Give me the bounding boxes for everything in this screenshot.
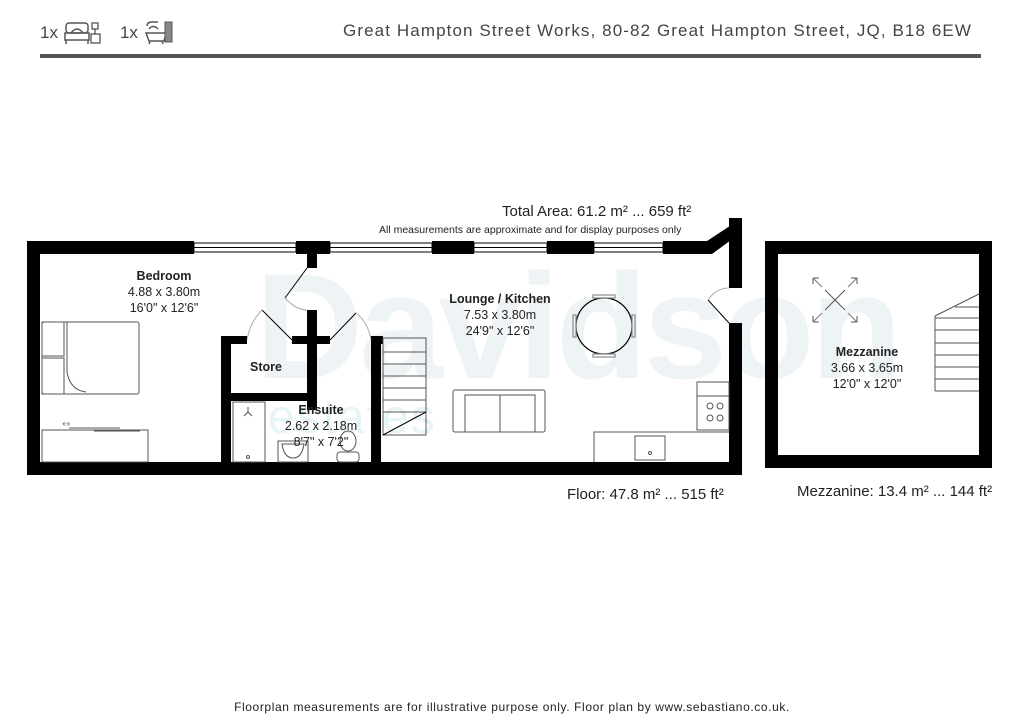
room-metric: 2.62 x 2.18m (284, 419, 358, 433)
sofa (452, 389, 546, 433)
room-label-store: Store (250, 359, 282, 375)
room-metric: 4.88 x 3.80m (127, 285, 201, 299)
skylight (812, 277, 858, 323)
mezzanine-walls (765, 241, 992, 468)
bathroom-count-label: 1x (119, 23, 138, 42)
room-name: Lounge / Kitchen (449, 292, 551, 306)
room-label-bedroom: Bedroom 4.88 x 3.80m 16'0" x 12'6" (128, 268, 200, 316)
staircase-mezzanine (934, 293, 980, 392)
bathroom-count: 1x (120, 20, 174, 46)
svg-text:↔: ↔ (62, 419, 70, 430)
room-label-ensuite: Ensuite 2.62 x 2.18m 8'7" x 7'2" (285, 402, 357, 450)
kitchen-units (593, 381, 730, 462)
main-floor-walls (27, 218, 742, 475)
room-name: Bedroom (136, 269, 192, 283)
total-area: Total Area: 61.2 m² ... 659 ft² (502, 203, 692, 220)
bed (41, 321, 140, 395)
room-counts: 1x 1x (40, 20, 174, 46)
measurement-disclaimer: All measurements are approximate and for… (379, 224, 682, 236)
doors (246, 267, 730, 341)
room-label-lounge-kitchen: Lounge / Kitchen 7.53 x 3.80m 24'9" x 12… (449, 291, 550, 339)
property-address: Great Hampton Street Works, 80-82 Great … (343, 21, 972, 40)
footer-note: Floorplan measurements are for illustrat… (234, 700, 790, 714)
bedroom-count-label: 1x (40, 23, 58, 42)
room-label-mezzanine: Mezzanine 3.66 x 3.65m 12'0" x 12'0" (831, 344, 903, 392)
bath-icon (144, 21, 173, 45)
toilet (336, 430, 360, 463)
room-imperial: 16'0" x 12'6" (129, 301, 199, 315)
basin (277, 440, 309, 463)
windows (193, 242, 664, 253)
shower (232, 401, 266, 463)
wardrobe: ↔ (41, 419, 149, 463)
room-name: Store (250, 360, 282, 374)
room-imperial: 8'7" x 7'2" (293, 435, 349, 449)
room-metric: 3.66 x 3.65m (830, 361, 904, 375)
header-divider (40, 54, 981, 58)
bed-icon (64, 22, 101, 44)
watermark-brand: Davidson (255, 242, 902, 410)
room-imperial: 24'9" x 12'6" (465, 324, 535, 338)
mezzanine-area: Mezzanine: 13.4 m² ... 144 ft² (797, 483, 993, 500)
room-name: Mezzanine (835, 345, 899, 359)
header: 1x 1x Great Hampton (0, 0, 1024, 60)
dining-table (572, 294, 636, 358)
room-metric: 7.53 x 3.80m (463, 308, 537, 322)
floor-area: Floor: 47.8 m² ... 515 ft² (567, 486, 724, 503)
room-imperial: 12'0" x 12'0" (832, 377, 902, 391)
bedroom-count: 1x (40, 20, 102, 46)
staircase-main (382, 337, 427, 436)
room-name: Ensuite (298, 403, 344, 417)
